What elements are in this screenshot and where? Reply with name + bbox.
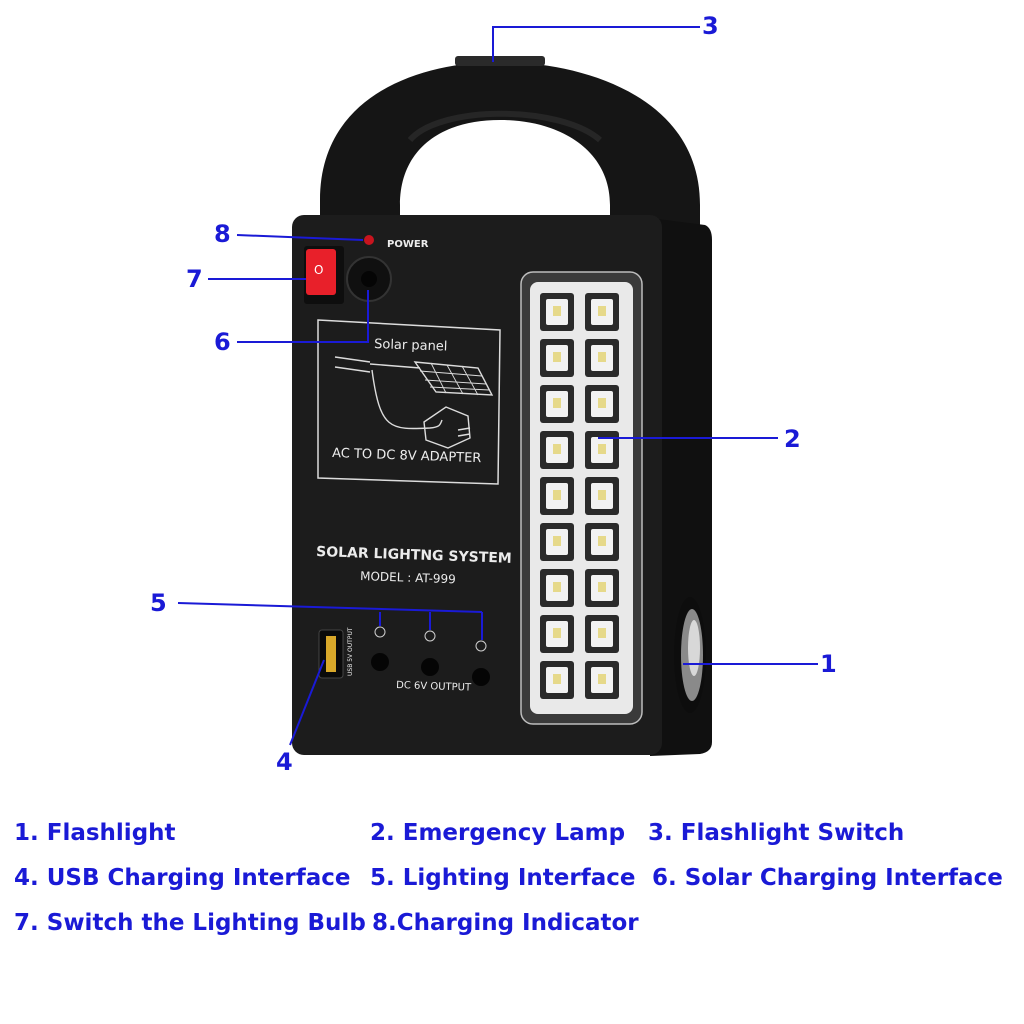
legend-item: 7. Switch the Lighting Bulb	[14, 910, 366, 936]
dc-output-jack	[472, 640, 490, 686]
callout-lines	[177, 26, 818, 746]
flashlight	[674, 597, 706, 713]
legend-item: 5. Lighting Interface	[370, 865, 636, 891]
callout-number: 6	[214, 328, 231, 356]
led-cell	[585, 293, 619, 331]
model-label: MODEL : AT-999	[360, 569, 456, 586]
cable-sketch	[334, 356, 443, 430]
callout-number: 5	[150, 589, 167, 617]
usb-port	[318, 629, 344, 679]
legend-item: 4. USB Charging Interface	[14, 865, 351, 891]
callout-number: 2	[784, 425, 801, 453]
switch-mark: O	[314, 263, 323, 277]
dc-output-label: DC 6V OUTPUT	[396, 680, 472, 694]
dc-outputs	[371, 626, 490, 686]
power-led	[364, 235, 374, 245]
legend-item: 1. Flashlight	[14, 820, 176, 846]
leader-line-8	[236, 234, 364, 241]
leader-line-6	[237, 290, 369, 343]
adapter-icon	[423, 406, 471, 449]
callout-number: 4	[276, 748, 293, 776]
callout-number: 8	[214, 220, 231, 248]
adapter-label: AC TO DC 8V ADAPTER	[332, 446, 482, 466]
system-title: SOLAR LIGHTNG SYSTEM	[316, 544, 512, 567]
emergency-lamp	[520, 271, 643, 725]
led-cell	[540, 523, 574, 561]
leader-line-5	[177, 602, 483, 640]
led-cell	[540, 339, 574, 377]
led-cell	[540, 661, 574, 699]
solar-label-panel	[317, 319, 501, 485]
led-grid	[540, 293, 619, 699]
callout-number: 7	[186, 265, 203, 293]
led-cell	[540, 293, 574, 331]
led-cell	[540, 615, 574, 653]
rocker-switch: O	[304, 246, 344, 304]
flashlight-switch	[455, 56, 545, 66]
legend-item: 8.Charging Indicator	[372, 910, 639, 936]
led-cell	[585, 385, 619, 423]
led-cell	[585, 477, 619, 515]
leader-line-3	[492, 26, 700, 62]
usb-output-label: USB 5V OUTPUT	[347, 627, 354, 676]
callout-number: 3	[702, 12, 719, 40]
led-cell	[540, 569, 574, 607]
led-cell	[540, 431, 574, 469]
led-cell	[585, 339, 619, 377]
led-cell	[540, 477, 574, 515]
dc-output-jack	[421, 630, 439, 676]
dc-output-jack	[371, 626, 389, 671]
mini-solar-panel	[413, 361, 494, 396]
carry-handle	[320, 62, 700, 225]
legend-item: 6. Solar Charging Interface	[652, 865, 1003, 891]
led-cell	[540, 385, 574, 423]
leader-line-4	[289, 659, 325, 746]
led-cell	[585, 661, 619, 699]
led-cell	[585, 523, 619, 561]
led-cell	[585, 431, 619, 469]
solar-panel-label: Solar panel	[374, 337, 448, 355]
legend-item: 3. Flashlight Switch	[648, 820, 905, 846]
led-cell	[585, 615, 619, 653]
callout-number: 1	[820, 650, 837, 678]
led-cell	[585, 569, 619, 607]
power-label: POWER	[387, 239, 429, 250]
handle-grip	[407, 110, 602, 143]
legend-item: 2. Emergency Lamp	[370, 820, 626, 846]
